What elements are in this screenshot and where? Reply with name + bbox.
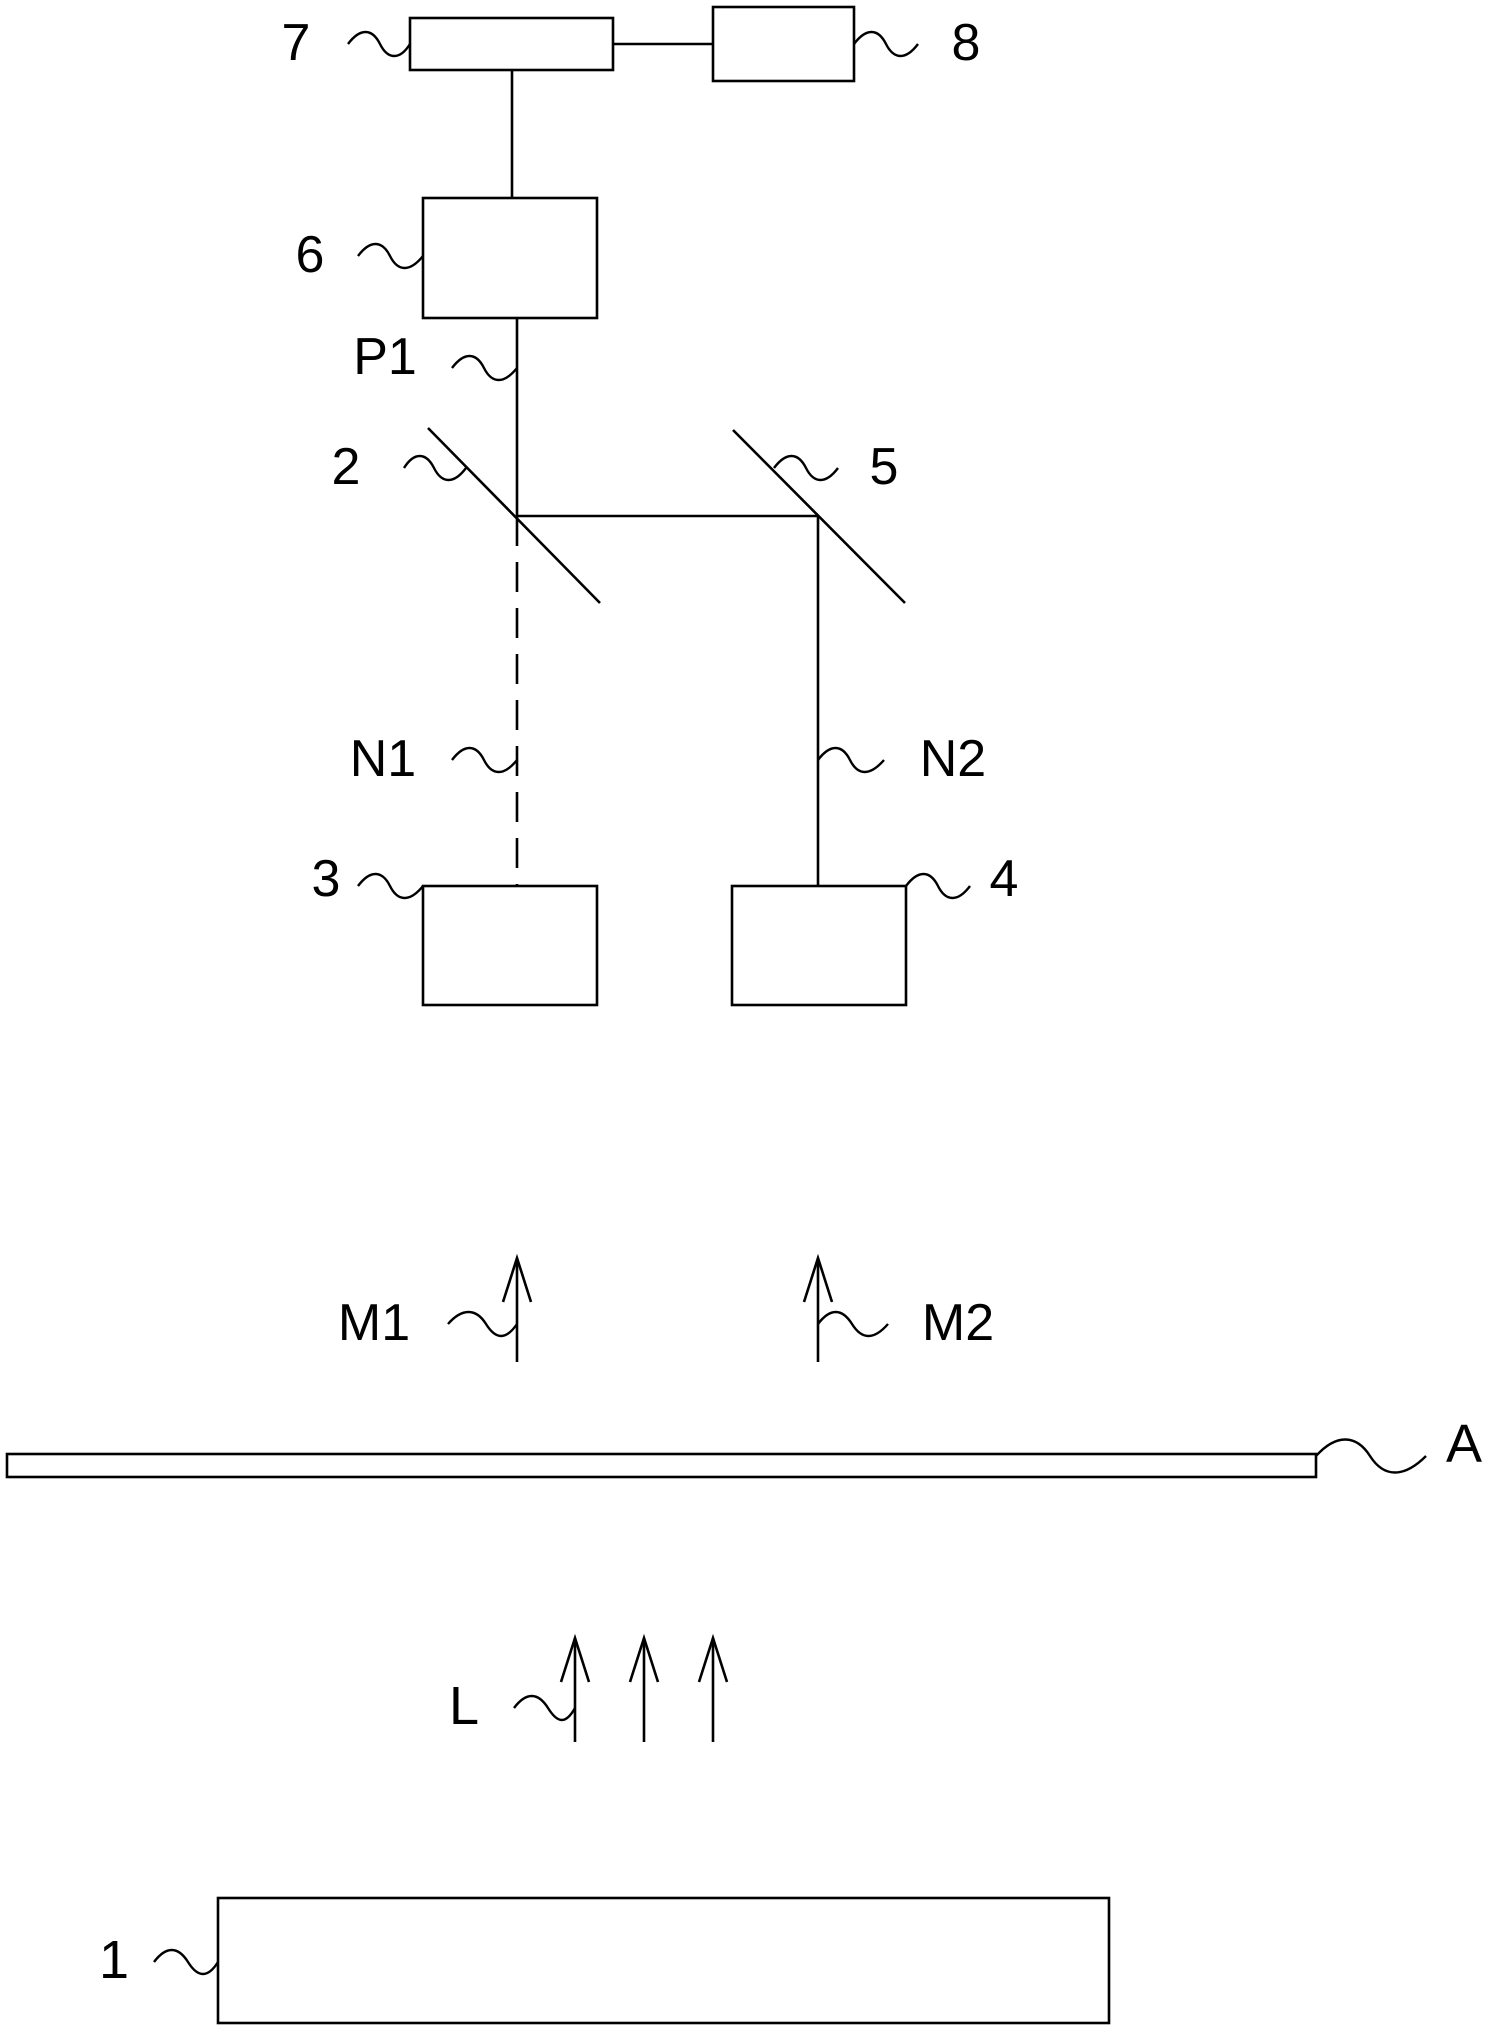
plate-a bbox=[7, 1454, 1316, 1477]
label-5: 5 bbox=[870, 438, 899, 496]
component-8-box bbox=[713, 7, 854, 81]
label-n2: N2 bbox=[920, 730, 986, 788]
leader-m2 bbox=[818, 1312, 888, 1336]
leader-n1 bbox=[452, 748, 517, 772]
label-4: 4 bbox=[990, 850, 1019, 908]
label-p1: P1 bbox=[353, 328, 417, 386]
leader-8 bbox=[854, 32, 918, 56]
leader-2 bbox=[404, 456, 466, 480]
label-2: 2 bbox=[332, 438, 361, 496]
leader-l bbox=[514, 1696, 575, 1720]
component-1-box bbox=[218, 1898, 1109, 2023]
label-a: A bbox=[1446, 1414, 1482, 1474]
leader-m1 bbox=[448, 1312, 517, 1336]
leader-7 bbox=[348, 32, 410, 56]
label-1: 1 bbox=[99, 1930, 129, 1990]
component-7-box bbox=[410, 18, 613, 70]
label-8: 8 bbox=[952, 14, 981, 72]
arrow-m1 bbox=[503, 1258, 531, 1362]
leader-1 bbox=[154, 1950, 218, 1974]
component-3-box bbox=[423, 886, 597, 1005]
label-m2: M2 bbox=[922, 1294, 994, 1352]
leader-a bbox=[1316, 1440, 1426, 1473]
label-7: 7 bbox=[282, 14, 311, 72]
leader-n2 bbox=[818, 748, 884, 772]
leader-5 bbox=[774, 456, 838, 480]
label-l: L bbox=[449, 1676, 479, 1736]
leader-3 bbox=[358, 874, 423, 898]
label-3: 3 bbox=[312, 850, 341, 908]
arrow-m2 bbox=[804, 1258, 832, 1362]
label-m1: M1 bbox=[338, 1294, 410, 1352]
leader-6 bbox=[358, 244, 423, 268]
component-4-box bbox=[732, 886, 906, 1005]
label-n1: N1 bbox=[350, 730, 416, 788]
label-6: 6 bbox=[296, 226, 325, 284]
arrows-l bbox=[561, 1638, 727, 1742]
component-6-box bbox=[423, 198, 597, 318]
leader-4 bbox=[906, 874, 970, 898]
leader-p1 bbox=[452, 356, 517, 380]
